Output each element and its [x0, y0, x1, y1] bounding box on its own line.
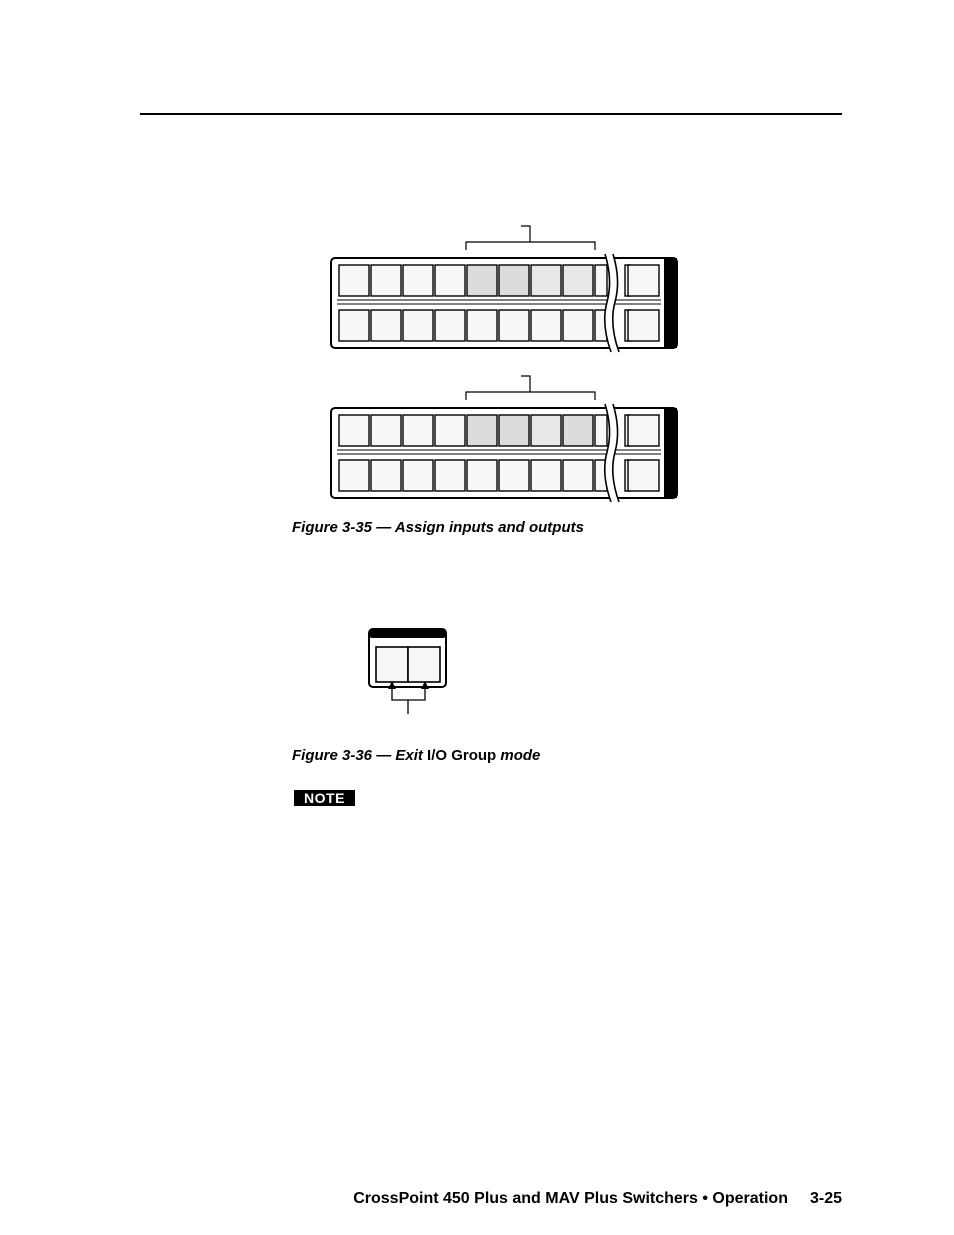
matrix-button-lit — [530, 264, 562, 297]
caption-suffix: mode — [496, 747, 541, 764]
button-row-1 — [338, 414, 660, 447]
caption-text: Exit — [395, 747, 423, 764]
matrix-button-lit — [498, 264, 530, 297]
caption-plain-text: I/O Group — [422, 747, 497, 764]
page-number: 3-25 — [809, 1190, 842, 1207]
footer-title: CrossPoint 450 Plus and MAV Plus Switche… — [353, 1190, 788, 1207]
matrix-button-lit — [562, 264, 594, 297]
matrix-button-lit — [530, 414, 562, 447]
button-panel-top — [330, 225, 678, 353]
note-badge: NOTE — [294, 790, 355, 806]
matrix-button — [370, 264, 402, 297]
exit-button-right — [407, 646, 441, 683]
matrix-button — [434, 309, 466, 342]
caption-text: Assign inputs and outputs — [394, 519, 584, 536]
caption-prefix: Figure 3-36 — — [292, 747, 396, 764]
matrix-button — [402, 309, 434, 342]
matrix-button — [627, 414, 660, 447]
matrix-button — [402, 414, 434, 447]
matrix-button — [338, 414, 370, 447]
matrix-button — [338, 264, 370, 297]
matrix-button — [370, 414, 402, 447]
matrix-button-lit — [562, 414, 594, 447]
exit-button-left — [375, 646, 409, 683]
matrix-button — [498, 309, 530, 342]
button-row-1 — [338, 264, 660, 297]
header-rule — [140, 113, 842, 115]
matrix-button — [338, 459, 370, 492]
matrix-button — [562, 459, 594, 492]
matrix-button — [627, 264, 660, 297]
button-panel-bottom — [330, 375, 678, 503]
caption-prefix: Figure 3-35 — — [292, 519, 395, 536]
matrix-button-lit — [466, 264, 498, 297]
matrix-button — [530, 459, 562, 492]
matrix-button — [627, 309, 660, 342]
matrix-button — [434, 264, 466, 297]
exit-buttons-panel — [368, 628, 447, 714]
figure-3-36-caption: Figure 3-36 — Exit I/O Group mode — [292, 747, 540, 764]
matrix-button — [530, 309, 562, 342]
matrix-button — [434, 414, 466, 447]
matrix-button — [562, 309, 594, 342]
matrix-button — [370, 309, 402, 342]
matrix-button — [402, 264, 434, 297]
matrix-button — [434, 459, 466, 492]
matrix-button — [370, 459, 402, 492]
figure-3-35-caption: Figure 3-35 — Assign inputs and outputs — [292, 519, 584, 536]
matrix-button-lit — [498, 414, 530, 447]
matrix-button — [466, 309, 498, 342]
matrix-button — [466, 459, 498, 492]
matrix-button-lit — [466, 414, 498, 447]
matrix-button — [627, 459, 660, 492]
page-footer: CrossPoint 450 Plus and MAV Plus Switche… — [353, 1190, 842, 1208]
matrix-button — [338, 309, 370, 342]
matrix-button — [498, 459, 530, 492]
matrix-button — [402, 459, 434, 492]
